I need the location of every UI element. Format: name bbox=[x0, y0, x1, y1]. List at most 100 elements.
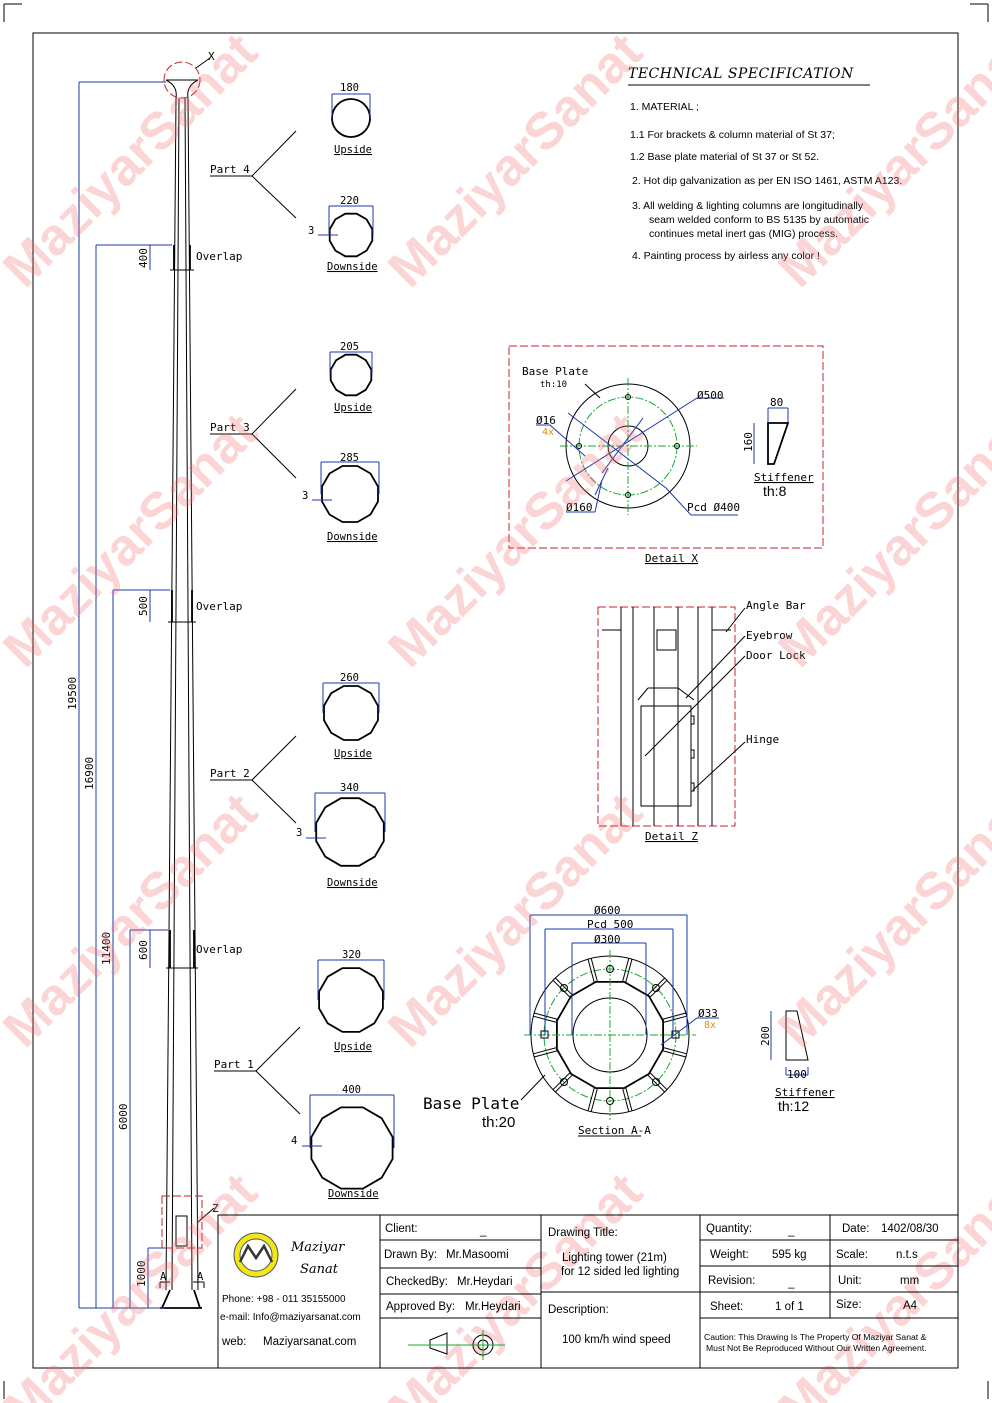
downside-label: Downside bbox=[327, 531, 378, 543]
spec-line: continues metal inert gas (MIG) process. bbox=[649, 228, 838, 240]
watermark: MaziyarSanat bbox=[0, 782, 269, 1058]
stiffener-rib bbox=[554, 1073, 574, 1093]
hinge-label: Hinge bbox=[746, 733, 779, 746]
company-name-2: Sanat bbox=[300, 1262, 339, 1277]
caution-line-2: Must Not Be Reproduced Without Our Writt… bbox=[706, 1343, 927, 1353]
downside-section bbox=[310, 1106, 394, 1190]
detail-z-marker bbox=[161, 1195, 203, 1249]
checked-by-label: CheckedBy: bbox=[386, 1276, 448, 1288]
wall-thickness: 3 bbox=[302, 490, 308, 502]
pole-elevation: X Z A A 19500 16900 11400 6000 1000 400 … bbox=[66, 50, 242, 1309]
approved-by-label: Approved By: bbox=[386, 1301, 455, 1313]
stiffener-rib bbox=[621, 1087, 630, 1112]
downside-diameter: 340 bbox=[340, 782, 359, 794]
spec-line: 4. Painting process by airless any color… bbox=[632, 250, 820, 262]
drawing-title-label: Drawing Title: bbox=[548, 1227, 618, 1239]
downside-section bbox=[321, 465, 379, 523]
spec-line: seam welded conform to BS 5135 by automa… bbox=[649, 214, 869, 226]
dim-d16: Ø16 bbox=[536, 414, 556, 427]
stiffener-rib bbox=[533, 1046, 558, 1055]
stiffener-thickness: th:8 bbox=[763, 483, 787, 499]
pole-base bbox=[160, 1289, 202, 1309]
dim-pcd500: Pcd 500 bbox=[587, 918, 633, 931]
watermark: MaziyarSanat bbox=[377, 22, 653, 298]
part-1: Part 1 320 Upside 400 4 Downside bbox=[214, 949, 395, 1200]
projection-symbol bbox=[408, 1330, 505, 1360]
upside-diameter: 180 bbox=[340, 82, 359, 94]
section-a-a: Ø600 Pcd 500 Ø300 Ø33 8x Base Plate th:2… bbox=[423, 904, 835, 1137]
stiffener-rib bbox=[590, 958, 599, 983]
sheet-value: 1 of 1 bbox=[775, 1301, 804, 1313]
phone: Phone: +98 - 011 35155000 bbox=[222, 1294, 346, 1305]
watermark: MaziyarSanat bbox=[0, 1162, 269, 1403]
base-plate-thickness: th:10 bbox=[540, 380, 567, 390]
approved-by-value: Mr.Heydari bbox=[465, 1301, 521, 1313]
part-label: Part 1 bbox=[214, 1058, 254, 1071]
stiffener-rib bbox=[590, 1087, 599, 1112]
weight-label: Weight: bbox=[710, 1249, 749, 1261]
dim-d33: Ø33 bbox=[698, 1007, 718, 1020]
angle-bar-label: Angle Bar bbox=[746, 599, 806, 612]
web: Maziyarsanat.com bbox=[263, 1336, 356, 1348]
stiffener-height: 160 bbox=[742, 432, 755, 452]
watermark: MaziyarSanat bbox=[377, 402, 653, 678]
detail-z-title: Detail Z bbox=[645, 830, 698, 843]
date-value: 1402/08/30 bbox=[881, 1223, 939, 1235]
stiffener-label: Stiffener bbox=[775, 1086, 835, 1099]
caution-line-1: Caution: This Drawing Is The Property Of… bbox=[704, 1332, 927, 1342]
upside-diameter: 320 bbox=[342, 949, 361, 961]
drawing-title-line-1: Lighting tower (21m) bbox=[562, 1252, 667, 1264]
stiffener-rib bbox=[533, 1012, 559, 1020]
downside-label: Downside bbox=[327, 261, 378, 273]
technical-specification: TECHNICAL SPECIFICATION 1. MATERIAL ; 1.… bbox=[628, 66, 902, 262]
height-dimension-lines bbox=[78, 81, 172, 1309]
downside-label: Downside bbox=[327, 877, 378, 889]
dim-d160: Ø160 bbox=[566, 501, 593, 514]
pole-top-flare bbox=[165, 79, 199, 99]
section-title: Section A-A bbox=[578, 1124, 651, 1137]
stiffener-label: Stiffener bbox=[754, 471, 814, 484]
door-lock-label: Door Lock bbox=[746, 649, 806, 662]
detail-x-marker bbox=[163, 61, 201, 99]
upside-label: Upside bbox=[334, 1041, 372, 1053]
detail-x: Base Plate th:10 Ø500 Ø16 4x Ø160 Pcd Ø4… bbox=[508, 345, 824, 565]
overlap-400: 400 bbox=[137, 248, 150, 268]
size-label: Size: bbox=[836, 1299, 862, 1311]
client-value: _ bbox=[479, 1225, 487, 1237]
downside-diameter: 400 bbox=[342, 1084, 361, 1096]
drawn-by-label: Drawn By: bbox=[384, 1249, 437, 1261]
revision-value: _ bbox=[787, 1277, 795, 1289]
stiffener-rib bbox=[587, 1086, 595, 1112]
base-plate-thickness: th:20 bbox=[482, 1114, 515, 1131]
stiffener-rib bbox=[648, 1071, 668, 1091]
overlap-joints bbox=[169, 245, 195, 968]
downside-section bbox=[315, 797, 385, 867]
wall-thickness: 3 bbox=[296, 827, 302, 839]
upside-label: Upside bbox=[334, 748, 372, 760]
dim-1000: 1000 bbox=[135, 1261, 148, 1288]
detail-z: Angle Bar Eyebrow Door Lock Hinge Detail… bbox=[597, 599, 806, 843]
spec-line: 2. Hot dip galvanization as per EN ISO 1… bbox=[632, 175, 902, 187]
title-block: Maziyar Sanat Phone: +98 - 011 35155000 … bbox=[217, 1214, 959, 1369]
scale-label: Scale: bbox=[836, 1249, 868, 1261]
stiffener-width: 100 bbox=[787, 1068, 807, 1081]
column-section bbox=[556, 981, 664, 1089]
upside-section bbox=[329, 353, 373, 397]
upside-label: Upside bbox=[334, 402, 372, 414]
stiffener-rib bbox=[661, 1012, 687, 1020]
sheet-label: Sheet: bbox=[710, 1301, 743, 1313]
overlap-lines bbox=[166, 269, 198, 969]
stiffener-rib bbox=[554, 977, 574, 997]
part-2: Part 2 260 Upside 340 3 Downside bbox=[210, 672, 386, 889]
pole-shaft bbox=[165, 97, 199, 1291]
scale-value: n.t.s bbox=[896, 1249, 918, 1261]
stiffener-rib bbox=[625, 958, 633, 984]
stiffener-height: 200 bbox=[759, 1026, 772, 1046]
sheet-corner-marks bbox=[3, 3, 989, 1399]
revision-label: Revision: bbox=[708, 1275, 755, 1287]
upside-section bbox=[323, 685, 379, 741]
stiffener-rib bbox=[646, 977, 666, 997]
stiffener-rib bbox=[621, 958, 630, 983]
stiffener-rib bbox=[625, 1086, 633, 1112]
upside-section bbox=[318, 967, 384, 1033]
